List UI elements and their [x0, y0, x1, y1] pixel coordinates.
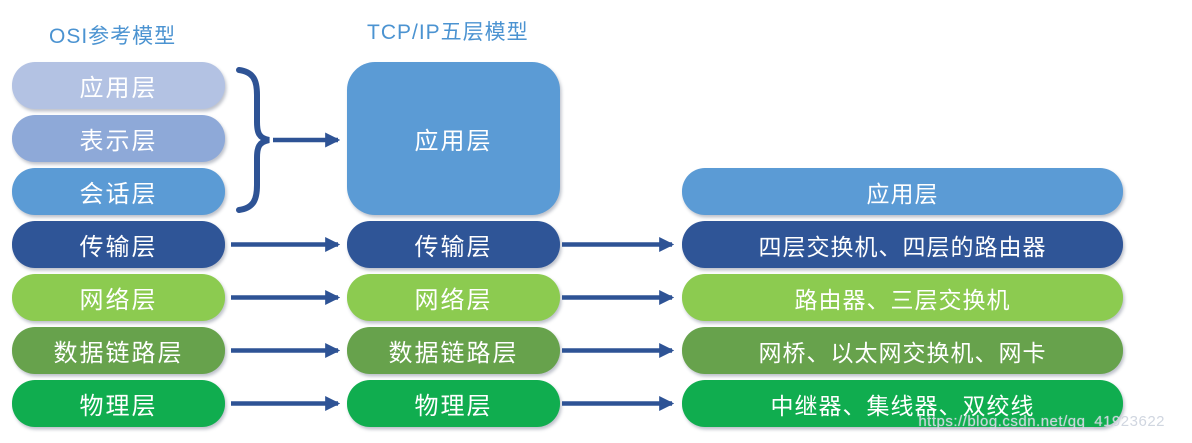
brace-connector	[236, 67, 270, 213]
osi-layer-presentation: 表示层	[12, 115, 225, 162]
osi-model-title: OSI参考模型	[49, 25, 177, 48]
device-row-transport: 四层交换机、四层的路由器	[682, 221, 1123, 268]
osi-layer-transport: 传输层	[12, 221, 225, 268]
device-row-network: 路由器、三层交换机	[682, 274, 1123, 321]
tcpip-layer-network: 网络层	[347, 274, 560, 321]
osi-layer-physical: 物理层	[12, 380, 225, 427]
osi-layer-session: 会话层	[12, 168, 225, 215]
device-row-application: 应用层	[682, 168, 1123, 215]
devices-column: 应用层 四层交换机、四层的路由器 路由器、三层交换机 网桥、以太网交换机、网卡 …	[682, 168, 1123, 427]
tcpip-column: 应用层 传输层 网络层 数据链路层 物理层	[347, 62, 560, 427]
tcpip-layer-datalink: 数据链路层	[347, 327, 560, 374]
osi-layer-application: 应用层	[12, 62, 225, 109]
tcpip-layer-physical: 物理层	[347, 380, 560, 427]
tcpip-model-title: TCP/IP五层模型	[367, 21, 529, 44]
tcpip-layer-application: 应用层	[347, 62, 560, 215]
device-row-physical: 中继器、集线器、双绞线	[682, 380, 1123, 427]
watermark: https://blog.csdn.net/qq_41923622	[918, 413, 1165, 430]
osi-layer-network: 网络层	[12, 274, 225, 321]
device-row-datalink: 网桥、以太网交换机、网卡	[682, 327, 1123, 374]
tcpip-layer-transport: 传输层	[347, 221, 560, 268]
osi-layer-datalink: 数据链路层	[12, 327, 225, 374]
osi-column: 应用层 表示层 会话层 传输层 网络层 数据链路层 物理层	[12, 62, 225, 427]
